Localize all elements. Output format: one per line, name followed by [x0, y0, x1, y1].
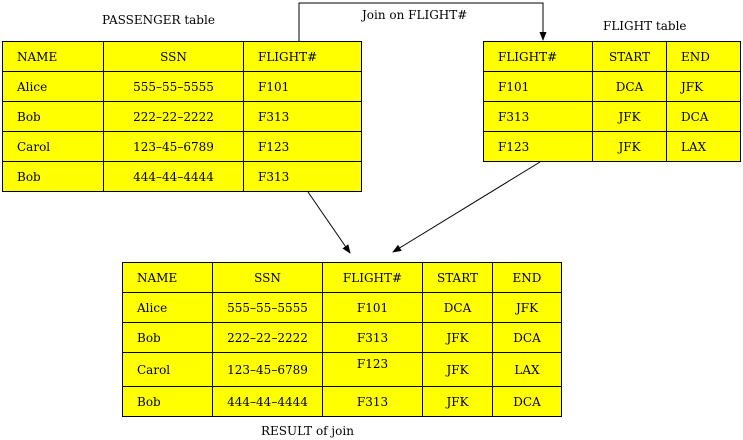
passenger-row: Bob 222–22–2222 F313: [2, 101, 362, 132]
result-cell: JFK: [422, 322, 493, 353]
flight-to-result-arrow: [392, 161, 541, 253]
passenger-table-caption: PASSENGER table: [102, 13, 215, 27]
result-cell: Bob: [122, 386, 213, 417]
result-cell: 123–45–6789: [212, 352, 323, 387]
passenger-cell: F123: [243, 131, 362, 162]
result-cell: F313: [322, 386, 423, 417]
result-table: NAME SSN FLIGHT# START END Alice 555–55–…: [122, 262, 562, 417]
passenger-cell: F313: [243, 101, 362, 132]
result-cell: Alice: [122, 292, 213, 323]
passenger-header-cell: NAME: [2, 41, 104, 72]
result-table-caption: RESULT of join: [261, 424, 354, 438]
result-cell: DCA: [422, 292, 493, 323]
result-cell: JFK: [422, 386, 493, 417]
passenger-header-cell: FLIGHT#: [243, 41, 362, 72]
result-cell: Carol: [122, 352, 213, 387]
passenger-to-result-arrow: [307, 191, 351, 254]
passenger-cell: F313: [243, 161, 362, 192]
passenger-header-row: NAME SSN FLIGHT#: [2, 41, 362, 72]
result-cell: 555–55–5555: [212, 292, 323, 323]
join-connector-line: [295, 2, 547, 49]
flight-table-caption: FLIGHT table: [603, 19, 687, 33]
flight-header-row: FLIGHT# START END: [483, 41, 741, 72]
result-cell: F101: [322, 292, 423, 323]
result-header-row: NAME SSN FLIGHT# START END: [122, 262, 562, 293]
passenger-header-cell: SSN: [103, 41, 244, 72]
passenger-row: Carol 123–45–6789 F123: [2, 131, 362, 162]
passenger-cell: Bob: [2, 101, 104, 132]
result-row: Carol 123–45–6789 F123 JFK LAX: [122, 352, 562, 387]
flight-header-cell: FLIGHT#: [483, 41, 593, 72]
passenger-table: NAME SSN FLIGHT# Alice 555–55–5555 F101 …: [2, 41, 362, 192]
result-cell: JFK: [492, 292, 562, 323]
flight-cell: DCA: [666, 101, 741, 132]
flight-cell: DCA: [592, 71, 667, 102]
result-header-cell: END: [492, 262, 562, 293]
result-cell: Bob: [122, 322, 213, 353]
result-header-cell: NAME: [122, 262, 213, 293]
passenger-cell: 444–44–4444: [103, 161, 244, 192]
result-cell: DCA: [492, 322, 562, 353]
result-cell: DCA: [492, 386, 562, 417]
result-cell: 222–22–2222: [212, 322, 323, 353]
result-cell: 444–44–4444: [212, 386, 323, 417]
passenger-cell: 555–55–5555: [103, 71, 244, 102]
flight-cell: F313: [483, 101, 593, 132]
result-row: Alice 555–55–5555 F101 DCA JFK: [122, 292, 562, 323]
passenger-cell: F101: [243, 71, 362, 102]
result-header-cell: START: [422, 262, 493, 293]
result-header-cell: FLIGHT#: [322, 262, 423, 293]
flight-cell: JFK: [592, 131, 667, 162]
passenger-cell: Alice: [2, 71, 104, 102]
join-caption: Join on FLIGHT#: [362, 8, 468, 22]
flight-cell: F101: [483, 71, 593, 102]
result-cell: F313: [322, 322, 423, 353]
flight-cell: LAX: [666, 131, 741, 162]
flight-cell: JFK: [666, 71, 741, 102]
flight-header-cell: END: [666, 41, 741, 72]
flight-row: F313 JFK DCA: [483, 101, 741, 132]
flight-row: F101 DCA JFK: [483, 71, 741, 102]
flight-row: F123 JFK LAX: [483, 131, 741, 162]
result-cell: LAX: [492, 352, 562, 387]
passenger-cell: 222–22–2222: [103, 101, 244, 132]
flight-cell: F123: [483, 131, 593, 162]
flight-header-cell: START: [592, 41, 667, 72]
flight-cell: JFK: [592, 101, 667, 132]
passenger-cell: Carol: [2, 131, 104, 162]
flight-table: FLIGHT# START END F101 DCA JFK F313 JFK …: [483, 41, 741, 162]
result-row: Bob 444–44–4444 F313 JFK DCA: [122, 386, 562, 417]
result-header-cell: SSN: [212, 262, 323, 293]
passenger-row: Bob 444–44–4444 F313: [2, 161, 362, 192]
result-cell: F123: [322, 352, 423, 387]
passenger-cell: 123–45–6789: [103, 131, 244, 162]
result-cell: JFK: [422, 352, 493, 387]
passenger-row: Alice 555–55–5555 F101: [2, 71, 362, 102]
result-row: Bob 222–22–2222 F313 JFK DCA: [122, 322, 562, 353]
passenger-cell: Bob: [2, 161, 104, 192]
